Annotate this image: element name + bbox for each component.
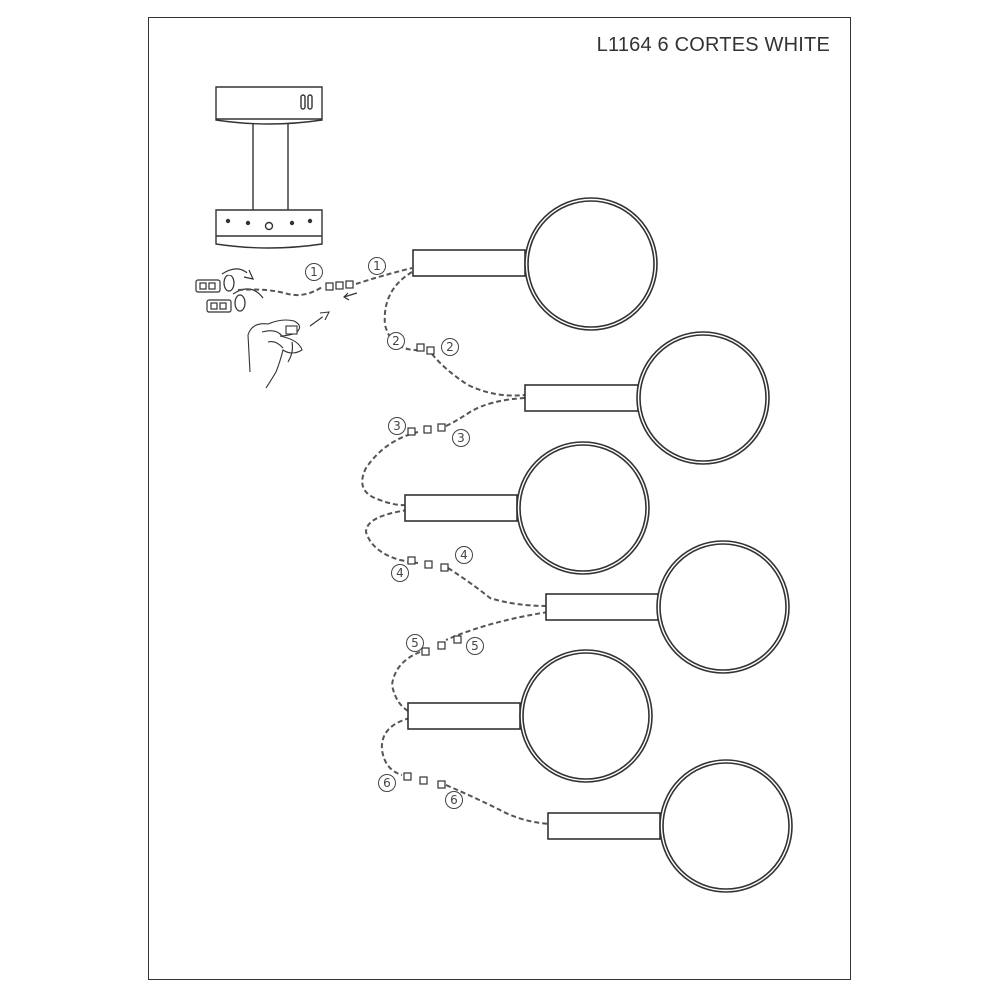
pendant-lamp-icon [407, 649, 653, 783]
wire-connector-icon [325, 280, 462, 789]
step-marker: 6 [378, 774, 396, 792]
pendant-lamp-icon [545, 540, 790, 674]
step-label: 5 [411, 636, 419, 650]
drawing-frame [148, 17, 851, 980]
pendant-lamp-icon [404, 441, 650, 575]
step-marker: 5 [466, 637, 484, 655]
step-marker: 4 [455, 546, 473, 564]
step-label: 2 [446, 340, 454, 354]
step-marker: 1 [305, 263, 323, 281]
step-marker: 5 [406, 634, 424, 652]
step-marker: 2 [441, 338, 459, 356]
step-marker: 6 [445, 791, 463, 809]
pendant-lamp-icon [412, 197, 658, 331]
hand-icon [247, 311, 330, 389]
step-label: 1 [310, 265, 318, 279]
step-marker: 1 [368, 257, 386, 275]
pendant-lamp-icon [524, 331, 770, 465]
step-label: 3 [457, 431, 465, 445]
step-marker: 3 [388, 417, 406, 435]
step-label: 3 [393, 419, 401, 433]
step-label: 6 [383, 776, 391, 790]
step-label: 4 [396, 566, 404, 580]
step-label: 6 [450, 793, 458, 807]
page-title: L1164 6 CORTES WHITE [596, 34, 830, 56]
ceiling-canopy-icon [215, 86, 323, 249]
step-marker: 3 [452, 429, 470, 447]
pendant-lamp-icon [547, 759, 793, 893]
step-label: 5 [471, 639, 479, 653]
step-label: 4 [460, 548, 468, 562]
step-label: 1 [373, 259, 381, 273]
step-marker: 4 [391, 564, 409, 582]
step-marker: 2 [387, 332, 405, 350]
step-label: 2 [392, 334, 400, 348]
terminal-connector-icon [195, 268, 264, 313]
